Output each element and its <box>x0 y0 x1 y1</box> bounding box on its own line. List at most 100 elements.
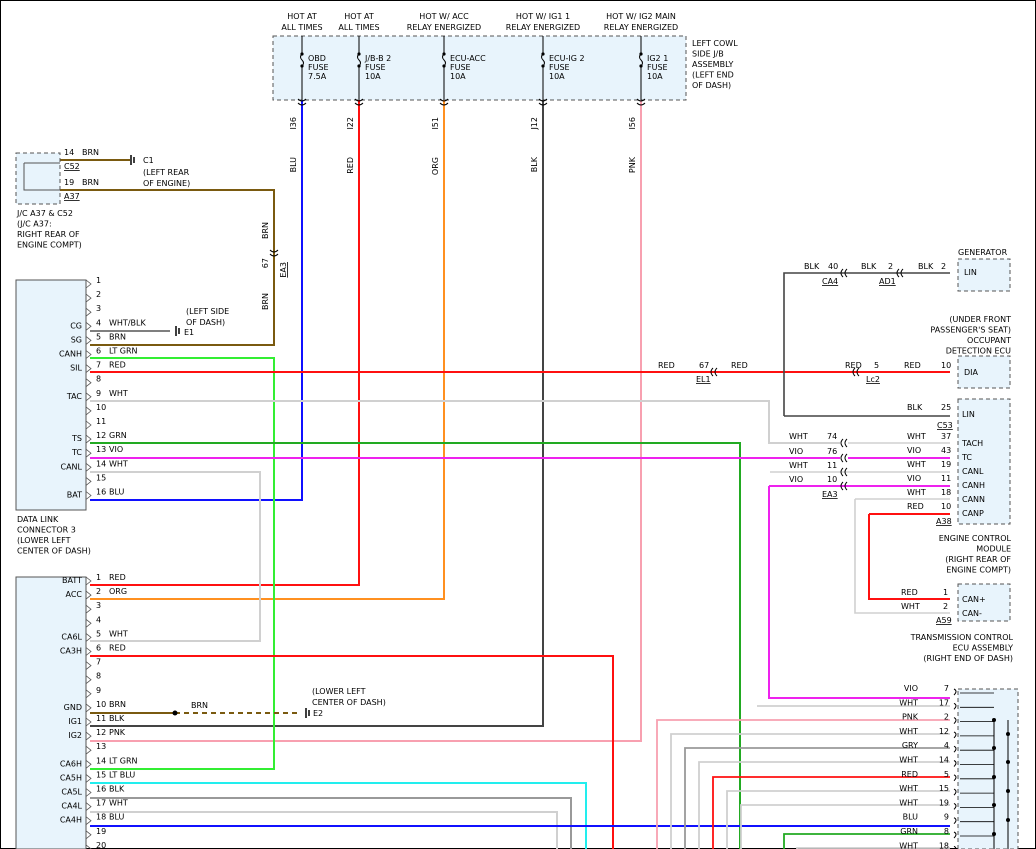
ground-icon <box>305 708 310 718</box>
pin-terminal <box>85 717 92 727</box>
pin-number: 8 <box>96 375 101 384</box>
pin-number: 2 <box>888 262 893 271</box>
wire-color: VIO <box>789 447 803 456</box>
fuse-pin: I22 <box>346 117 355 130</box>
pin-number: 8 <box>944 827 949 836</box>
ground-id: E1 <box>184 328 194 337</box>
pin-number: 3 <box>96 601 101 610</box>
wire-color: VIO <box>109 445 123 454</box>
wire-dlc3-9 <box>90 400 840 444</box>
wire-color: RED <box>109 361 126 370</box>
pin-number: 5 <box>874 361 879 370</box>
pin-terminal <box>85 321 92 331</box>
connector-chevron <box>953 717 957 724</box>
pin-number: 5 <box>96 629 101 638</box>
fuse-rating: 10A <box>365 72 381 81</box>
dlc3-label: (LOWER LEFT <box>17 536 71 545</box>
dlc3-label: DATA LINK <box>17 515 59 524</box>
wire-color: WHT <box>899 698 918 707</box>
pin-terminal <box>85 336 92 345</box>
pin-terminal <box>85 293 92 303</box>
wire-red <box>90 655 614 849</box>
pin-number: 10 <box>827 475 837 484</box>
wire-wht <box>854 499 950 614</box>
wire-color: BLK <box>907 403 923 412</box>
pin-name: TACH <box>961 439 983 448</box>
wire-color: BLU <box>289 157 298 173</box>
connector-chevron <box>710 367 718 377</box>
connector-id: A37 <box>64 192 80 201</box>
pin-terminal <box>85 745 92 755</box>
pin-number: 1 <box>96 276 101 285</box>
connector-chevron <box>953 688 957 696</box>
pin-name: BATT <box>62 576 82 585</box>
fuse-rating: 7.5A <box>308 72 327 81</box>
pin-terminal <box>85 689 92 699</box>
pin-terminal <box>85 279 92 289</box>
wire-red <box>90 100 360 586</box>
ecm-label: (RIGHT REAR OF <box>945 555 1011 564</box>
pin-number: 18 <box>941 488 951 497</box>
wire-color: VIO <box>907 446 921 455</box>
fuse-name: FUSE <box>647 63 668 72</box>
fuse-terminal <box>357 64 361 68</box>
pin-number: 12 <box>939 727 949 736</box>
wire-color: WHT <box>899 841 918 849</box>
pin-terminal <box>85 392 92 402</box>
pin-number: 10 <box>96 403 106 412</box>
bus-splice <box>992 746 996 750</box>
wire-color: ORG <box>431 157 440 175</box>
pin-number: 9 <box>944 813 949 822</box>
fuse-terminal <box>639 64 643 68</box>
pin-name: TAC <box>66 392 83 401</box>
fuse-heading: HOT W/ ACC <box>419 12 469 21</box>
wire-color: LT GRN <box>109 347 138 356</box>
wire-color: LT GRN <box>109 756 138 765</box>
pin-number: 40 <box>828 262 838 271</box>
wire-color: VIO <box>907 474 921 483</box>
wire-color: ORG <box>109 587 127 596</box>
pin-number: 10 <box>96 700 106 709</box>
generator-box <box>957 258 1011 292</box>
wire-color: WHT <box>901 602 920 611</box>
junction-block-box <box>272 35 687 101</box>
pin-number: 15 <box>96 770 106 779</box>
tcm-label: ECU ASSEMBLY <box>953 644 1014 653</box>
connector-chevron <box>636 98 646 106</box>
connector-id: Lc2 <box>866 375 880 384</box>
ground-id: E2 <box>313 709 323 718</box>
pin-number: 2 <box>944 713 949 722</box>
connector-chevron <box>953 802 957 810</box>
pin-number: 7 <box>96 658 101 667</box>
wire-bus-5 <box>712 776 950 849</box>
pin-terminal <box>85 788 92 797</box>
pin-number: 3 <box>96 304 101 313</box>
pin-terminal <box>85 420 92 430</box>
wire-color: WHT <box>899 756 918 765</box>
connector-chevron <box>953 831 957 839</box>
lower-connector-box <box>15 576 87 849</box>
pin-terminal <box>85 633 92 642</box>
fuse-terminal <box>300 52 304 56</box>
pin-terminal <box>85 462 92 472</box>
pin-name: SG <box>71 335 82 344</box>
pin-terminal <box>85 604 92 614</box>
pin-number: 12 <box>96 728 106 737</box>
wire-color: WHT <box>907 460 926 469</box>
pin-name: TC <box>71 448 82 457</box>
pin-number: 25 <box>941 403 951 412</box>
connector-chevron <box>953 788 957 796</box>
wire-blk <box>90 797 572 849</box>
connector-chevron <box>953 760 957 767</box>
wire-color: BLU <box>109 813 125 822</box>
fuse-name: OBD <box>308 54 326 63</box>
wire-color: BRN <box>109 332 126 341</box>
pin-number: 14 <box>96 756 106 765</box>
connector-id: C53 <box>937 421 953 430</box>
connector-chevron <box>852 367 860 377</box>
wire-color: RED <box>658 361 675 370</box>
pin-name: IG2 <box>68 731 82 740</box>
pin-name: CAN- <box>962 609 982 618</box>
pin-name: CA5H <box>60 773 82 782</box>
fuse-icon <box>639 36 643 100</box>
